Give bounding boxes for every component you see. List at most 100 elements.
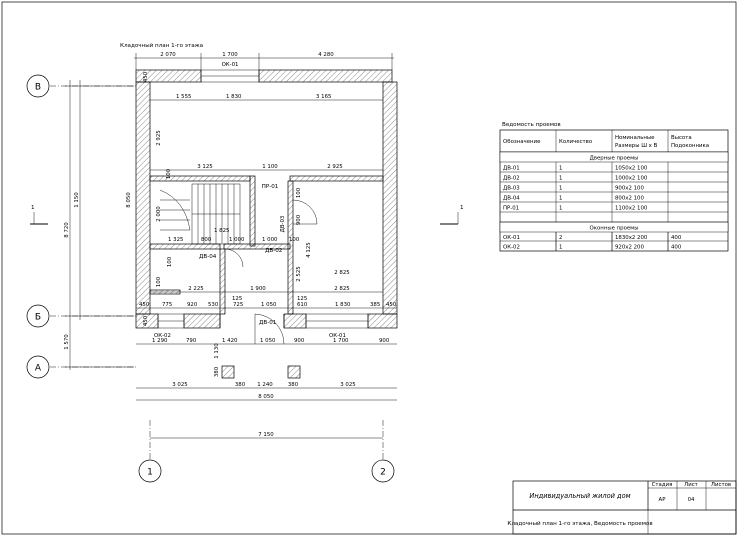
svg-text:380: 380 bbox=[235, 382, 246, 388]
svg-text:1 700: 1 700 bbox=[222, 52, 238, 58]
openings-schedule: Ведомость проемов Обозначение Количество… bbox=[499, 122, 729, 252]
staircase bbox=[159, 183, 241, 245]
door-row: ДВ-03 1 900x2 100 bbox=[500, 186, 728, 193]
svg-text:125: 125 bbox=[297, 296, 307, 302]
svg-text:1000x2 100: 1000x2 100 bbox=[615, 176, 648, 182]
svg-text:2 925: 2 925 bbox=[327, 164, 342, 170]
svg-text:4 280: 4 280 bbox=[318, 52, 334, 58]
svg-text:Оконные проемы: Оконные проемы bbox=[589, 226, 638, 232]
axis-label-v: В bbox=[35, 83, 41, 93]
svg-text:400: 400 bbox=[671, 235, 682, 241]
svg-text:1 700: 1 700 bbox=[333, 338, 349, 344]
axis-label-1: 1 bbox=[147, 468, 153, 478]
section-mark-right: 1 bbox=[440, 205, 464, 225]
door-swings bbox=[224, 199, 318, 345]
svg-text:610: 610 bbox=[297, 302, 308, 308]
window-ok02-label: ОК-02 bbox=[154, 333, 171, 339]
svg-text:380: 380 bbox=[214, 366, 220, 377]
inner-walls bbox=[149, 175, 384, 315]
outer-walls bbox=[135, 69, 398, 329]
svg-text:3 165: 3 165 bbox=[316, 94, 331, 100]
door-dv04-label: ДВ-04 bbox=[199, 254, 217, 260]
door-row: ДВ-01 1 1050x2 100 bbox=[500, 166, 728, 173]
svg-text:Стадия: Стадия bbox=[652, 482, 673, 488]
svg-text:2 825: 2 825 bbox=[334, 270, 349, 276]
svg-text:3 025: 3 025 bbox=[172, 382, 187, 388]
svg-text:450: 450 bbox=[139, 302, 150, 308]
svg-text:ДВ-03: ДВ-03 bbox=[503, 186, 520, 192]
door-row: ПР-01 1 1100x2 100 bbox=[500, 206, 728, 213]
svg-text:900: 900 bbox=[294, 338, 305, 344]
opening-pr01-label: ПР-01 bbox=[262, 184, 279, 190]
svg-text:100: 100 bbox=[296, 187, 302, 198]
svg-text:8 720: 8 720 bbox=[64, 222, 70, 238]
svg-text:2 070: 2 070 bbox=[160, 52, 176, 58]
svg-text:1 150: 1 150 bbox=[74, 192, 80, 208]
svg-text:1 130: 1 130 bbox=[214, 343, 220, 359]
svg-text:Размеры Ш x В: Размеры Ш x В bbox=[615, 143, 658, 149]
svg-text:Лист: Лист bbox=[684, 482, 698, 488]
svg-text:2 525: 2 525 bbox=[296, 266, 302, 281]
sheet-title: Кладочный план 1-го этажа, Ведомость про… bbox=[507, 520, 652, 527]
axis-lines bbox=[50, 85, 384, 460]
sheet-number: 04 bbox=[688, 497, 695, 503]
svg-text:1: 1 bbox=[460, 205, 464, 211]
svg-text:1: 1 bbox=[31, 205, 35, 211]
axis-bubble-1: 1 bbox=[138, 459, 162, 483]
door-dv01-label: ДВ-01 bbox=[259, 320, 277, 326]
axis-bubble-b: Б bbox=[26, 304, 50, 328]
svg-text:100: 100 bbox=[156, 276, 162, 287]
svg-text:1: 1 bbox=[559, 166, 562, 172]
svg-text:775: 775 bbox=[162, 302, 172, 308]
svg-text:920x2 200: 920x2 200 bbox=[615, 245, 644, 251]
svg-text:1 825: 1 825 bbox=[214, 228, 229, 234]
svg-text:1 325: 1 325 bbox=[168, 237, 183, 243]
svg-text:4 125: 4 125 bbox=[306, 242, 312, 257]
svg-text:ДВ-02: ДВ-02 bbox=[503, 176, 520, 182]
svg-text:Дверные проемы: Дверные проемы bbox=[590, 156, 639, 162]
top-dimensions: 2 070 1 700 4 280 ОК-01 bbox=[134, 52, 394, 70]
svg-text:1050x2 100: 1050x2 100 bbox=[615, 166, 648, 172]
axis-label-a: А bbox=[35, 364, 42, 374]
svg-text:800x2 100: 800x2 100 bbox=[615, 196, 644, 202]
svg-text:100: 100 bbox=[289, 237, 300, 243]
svg-text:7 150: 7 150 bbox=[258, 432, 274, 438]
svg-text:1 830: 1 830 bbox=[226, 94, 242, 100]
svg-text:1 050: 1 050 bbox=[260, 338, 276, 344]
svg-text:ОК-01: ОК-01 bbox=[503, 235, 520, 241]
svg-text:530: 530 bbox=[208, 302, 219, 308]
svg-text:1 420: 1 420 bbox=[222, 338, 238, 344]
svg-text:Подоконника: Подоконника bbox=[671, 143, 709, 149]
svg-text:1: 1 bbox=[559, 245, 562, 251]
svg-text:1 555: 1 555 bbox=[176, 94, 191, 100]
svg-text:125: 125 bbox=[232, 296, 242, 302]
svg-text:100: 100 bbox=[167, 256, 173, 267]
svg-text:8 050: 8 050 bbox=[258, 394, 274, 400]
bottom-dimensions: 1 290 790 1 420 1 050 900 1 700 900 3 02… bbox=[136, 338, 397, 439]
window-row: ОК-01 2 1830x2 200 400 bbox=[500, 235, 728, 242]
svg-text:385: 385 bbox=[370, 302, 380, 308]
door-row: ДВ-02 1 1000x2 100 bbox=[500, 176, 728, 183]
svg-text:450: 450 bbox=[143, 71, 149, 82]
axis-label-2: 2 bbox=[380, 468, 386, 478]
schedule-title: Ведомость проемов bbox=[502, 122, 561, 128]
stage-value: АР bbox=[659, 497, 667, 503]
svg-text:1 050: 1 050 bbox=[261, 302, 277, 308]
axis-bubble-2: 2 bbox=[371, 459, 395, 483]
svg-text:Высота: Высота bbox=[671, 135, 692, 141]
svg-text:800: 800 bbox=[201, 237, 212, 243]
svg-text:725: 725 bbox=[233, 302, 243, 308]
svg-text:ОК-02: ОК-02 bbox=[503, 245, 520, 251]
svg-text:ДВ-04: ДВ-04 bbox=[503, 196, 520, 202]
svg-text:Листов: Листов bbox=[711, 482, 731, 488]
section-mark-left: 1 bbox=[30, 205, 48, 225]
door-dv02-label: ДВ-02 bbox=[265, 248, 282, 254]
project-name: Индивидуальный жилой дом bbox=[529, 492, 630, 500]
svg-text:2 925: 2 925 bbox=[156, 130, 162, 145]
porch: 380 1 130 bbox=[214, 343, 301, 379]
window-ok01-top-label: ОК-01 bbox=[222, 62, 239, 68]
svg-text:1 830: 1 830 bbox=[335, 302, 351, 308]
svg-text:2 000: 2 000 bbox=[156, 206, 162, 222]
